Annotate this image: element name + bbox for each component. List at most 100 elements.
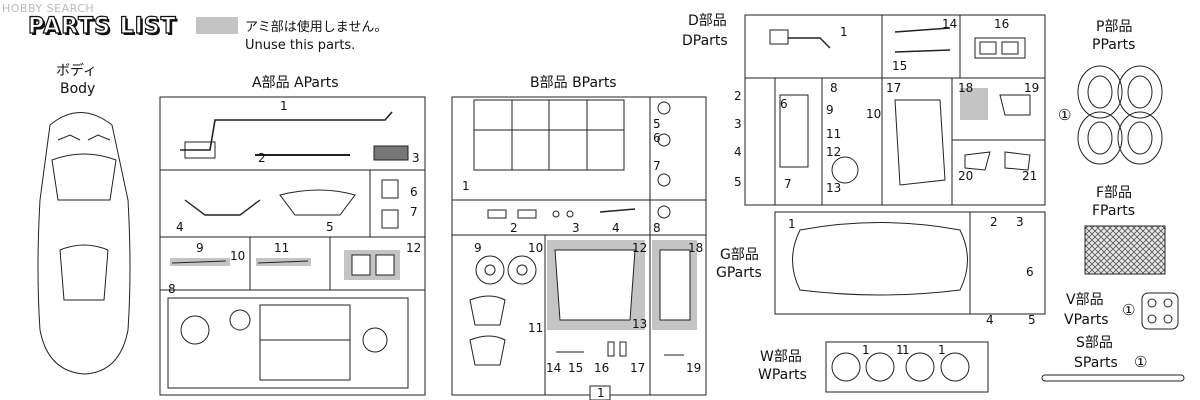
sprue-b: [451, 96, 707, 396]
part-number-b: 19: [686, 361, 702, 375]
part-number-a: 11: [274, 241, 290, 255]
part-number-b: 4: [612, 221, 620, 235]
qty-p: ①: [1058, 106, 1072, 124]
body-label-jp: ボディ: [56, 63, 98, 79]
part-number-d: 3: [734, 117, 742, 131]
part-number-d: 15: [892, 59, 908, 73]
group-b-en: BParts: [572, 75, 617, 91]
group-b-jp: B部品: [530, 75, 568, 91]
page-title: PARTS LIST: [27, 14, 177, 39]
group-a-jp: A部品: [252, 75, 290, 91]
group-s-jp: S部品: [1076, 335, 1113, 351]
group-g-en: GParts: [716, 265, 762, 281]
part-number-b: 15: [568, 361, 584, 375]
part-number-b: 13: [632, 317, 648, 331]
part-number-b: 1: [462, 179, 470, 193]
body-shell: [37, 112, 131, 375]
part-number-b: 16: [594, 361, 610, 375]
group-a-en: AParts: [294, 75, 339, 91]
mesh-f: [1084, 225, 1166, 275]
part-number-b: 5: [653, 117, 661, 131]
part-number-w: 1: [896, 343, 904, 357]
group-d-en: DParts: [682, 33, 728, 49]
part-number-d: 12: [826, 145, 842, 159]
part-number-d: 19: [1024, 81, 1040, 95]
wheels-w: [825, 341, 989, 393]
part-number-b: 8: [653, 221, 661, 235]
body-label-en: Body: [60, 81, 96, 97]
part-number-d: 8: [830, 81, 838, 95]
part-number-a: 1: [280, 99, 288, 113]
page-number: 1: [597, 386, 605, 400]
part-number-b: 6: [653, 131, 661, 145]
group-f-jp: F部品: [1096, 185, 1133, 201]
part-number-b: 9: [474, 241, 482, 255]
part-number-d: 16: [994, 17, 1010, 31]
part-number-w: 1: [938, 343, 946, 357]
group-p-en: PParts: [1092, 37, 1136, 53]
part-number-w: 1: [902, 343, 910, 357]
part-number-d: 2: [734, 89, 742, 103]
part-number-b: 2: [510, 221, 518, 235]
qty-s: ①: [1134, 353, 1148, 371]
part-number-w: 1: [862, 343, 870, 357]
tires-p: [1077, 65, 1163, 165]
part-number-d: 21: [1022, 169, 1038, 183]
part-number-b: 12: [632, 241, 648, 255]
part-number-g: 4: [986, 313, 994, 327]
part-number-b: 17: [630, 361, 646, 375]
part-number-a: 10: [230, 249, 246, 263]
part-number-b: 10: [528, 241, 544, 255]
sprue-a: [159, 96, 426, 396]
group-v-en: VParts: [1064, 312, 1109, 328]
group-b-label: B部品 BParts: [530, 72, 617, 92]
part-number-g: 3: [1016, 215, 1024, 229]
part-number-d: 17: [886, 81, 902, 95]
group-v-jp: V部品: [1066, 292, 1104, 308]
group-w-jp: W部品: [760, 349, 802, 365]
part-number-a: 4: [176, 220, 184, 234]
part-number-a: 3: [412, 151, 420, 165]
group-w-en: WParts: [758, 367, 807, 383]
part-number-g: 5: [1028, 313, 1036, 327]
unused-swatch: [196, 17, 238, 34]
part-number-d: 4: [734, 145, 742, 159]
group-s-en: SParts: [1074, 355, 1118, 371]
page-number-box: [589, 385, 611, 400]
part-number-d: 6: [780, 97, 788, 111]
part-number-a: 6: [410, 185, 418, 199]
part-number-b: 3: [572, 221, 580, 235]
group-g-jp: G部品: [720, 247, 759, 263]
part-number-d: 18: [958, 81, 974, 95]
sprue-d: [744, 14, 1046, 315]
part-number-b: 18: [688, 241, 704, 255]
group-f-en: FParts: [1092, 203, 1135, 219]
part-number-a: 8: [168, 282, 176, 296]
part-number-d: 1: [840, 25, 848, 39]
group-p-jp: P部品: [1096, 19, 1133, 35]
part-number-d: 7: [784, 177, 792, 191]
part-number-a: 9: [196, 241, 204, 255]
part-number-d: 9: [826, 103, 834, 117]
part-number-d: 10: [866, 107, 882, 121]
group-d-jp: D部品: [688, 13, 727, 29]
rod-s: [1041, 374, 1185, 382]
part-number-g: 6: [1026, 265, 1034, 279]
part-number-a: 5: [326, 220, 334, 234]
watermark: HOBBY SEARCH: [2, 2, 95, 15]
part-number-a: 12: [406, 241, 422, 255]
group-a-label: A部品 AParts: [252, 72, 339, 92]
part-number-g: 1: [788, 217, 796, 231]
part-number-d: 13: [826, 181, 842, 195]
legend-en: Unuse this parts.: [245, 38, 356, 53]
part-number-b: 14: [546, 361, 562, 375]
part-number-g: 2: [990, 215, 998, 229]
legend-jp: アミ部は使用しません。: [245, 20, 388, 35]
part-number-b: 11: [528, 321, 544, 335]
qty-v: ①: [1122, 301, 1136, 319]
part-number-d: 5: [734, 175, 742, 189]
part-number-b: 7: [653, 159, 661, 173]
parts-v: [1141, 292, 1179, 330]
part-number-d: 14: [942, 17, 958, 31]
